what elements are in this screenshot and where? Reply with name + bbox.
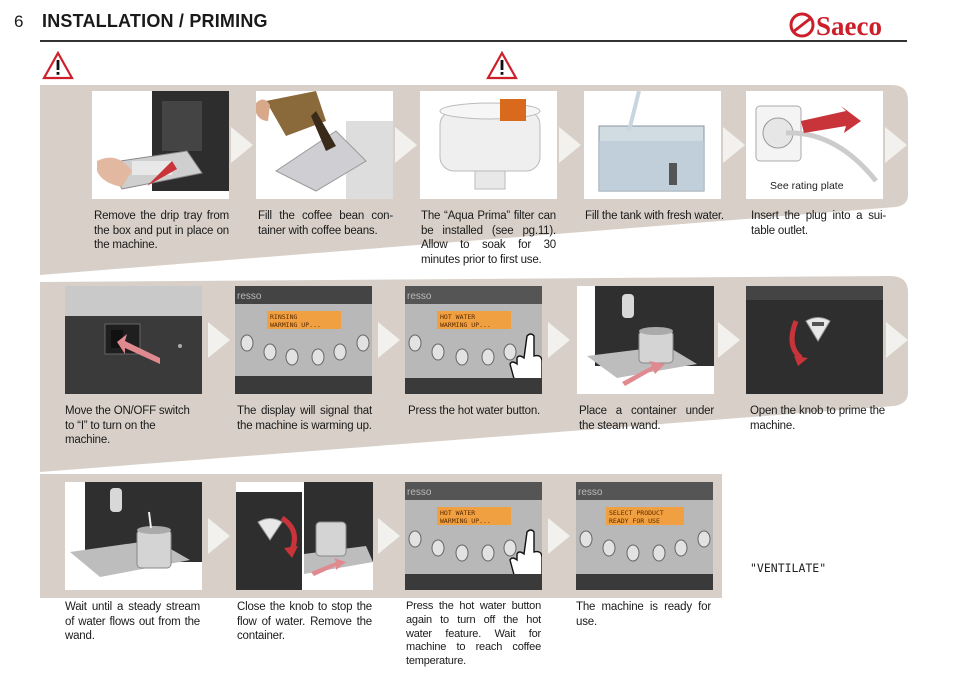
step-11-photo [65, 482, 202, 590]
svg-text:WARMING UP...: WARMING UP... [270, 321, 321, 329]
chevron-right-icon [886, 322, 908, 358]
chevron-right-icon [548, 322, 570, 358]
svg-text:READY FOR USE: READY FOR USE [609, 517, 660, 525]
warning-triangle-icon [42, 50, 74, 80]
chevron-right-icon [208, 322, 230, 358]
step-10-photo [746, 286, 883, 394]
svg-text:RINSING: RINSING [270, 313, 297, 321]
step-1-caption: Remove the drip tray from the box and pu… [94, 210, 229, 251]
step-3-photo [420, 91, 557, 199]
chevron-right-icon [378, 322, 400, 358]
svg-text:SELECT PRODUCT: SELECT PRODUCT [609, 509, 664, 517]
step-9-photo [577, 286, 714, 394]
step-11-caption: Wait until a steady stream of water flow… [65, 601, 200, 642]
svg-text:Saeco: Saeco [816, 11, 882, 40]
svg-text:resso: resso [407, 487, 432, 498]
svg-text:WARMING UP...: WARMING UP... [440, 517, 491, 525]
chevron-right-icon [231, 127, 253, 163]
chevron-right-icon [718, 322, 740, 358]
saeco-logo: Saeco [788, 8, 912, 41]
step-4-caption: Fill the tank with fresh water. [585, 210, 724, 222]
chevron-right-icon [723, 127, 745, 163]
step-12-photo [236, 482, 373, 590]
step-6-caption: Move the ON/OFF switch to “I” to turn on… [65, 405, 190, 446]
step-2-caption: Fill the coffee bean con-tainer with cof… [258, 210, 393, 237]
chevron-right-icon [548, 518, 570, 554]
step-12-caption: Close the knob to stop the flow of water… [237, 601, 372, 642]
svg-text:HOT WATER: HOT WATER [440, 509, 475, 517]
step-2-photo [256, 91, 393, 199]
chevron-right-icon [378, 518, 400, 554]
svg-text:resso: resso [237, 291, 262, 302]
step-3-caption: The “Aqua Prima” filter can be installed… [421, 210, 556, 266]
step-7-caption: The display will signal that the machine… [237, 405, 372, 432]
step-10-caption: Open the knob to prime the machine. [750, 405, 885, 432]
step-8-caption: Press the hot water button. [408, 405, 541, 417]
page-title: INSTALLATION / PRIMING [42, 11, 268, 31]
svg-text:resso: resso [407, 291, 432, 302]
step-13-caption: Press the hot water button again to turn… [406, 600, 541, 668]
chevron-right-icon [395, 127, 417, 163]
ventilate-display-text: "VENTILATE" [750, 561, 827, 575]
chevron-right-icon [885, 127, 907, 163]
svg-text:WARMING UP...: WARMING UP... [440, 321, 491, 329]
svg-text:HOT WATER: HOT WATER [440, 313, 475, 321]
chevron-right-icon [208, 518, 230, 554]
step-6-photo [65, 286, 202, 394]
step-5-photo [746, 91, 883, 199]
rating-plate-label: See rating plate [770, 180, 844, 192]
warning-triangle-icon [486, 50, 518, 80]
step-1-photo [92, 91, 229, 199]
step-14-caption: The machine is ready for use. [576, 601, 711, 628]
svg-text:resso: resso [578, 487, 603, 498]
header-rule [40, 40, 907, 42]
chevron-right-icon [559, 127, 581, 163]
page-number: 6 [14, 12, 24, 31]
step-5-caption: Insert the plug into a sui-table outlet. [751, 210, 886, 237]
step-9-caption: Place a container under the steam wand. [579, 405, 714, 432]
step-4-photo [584, 91, 721, 199]
